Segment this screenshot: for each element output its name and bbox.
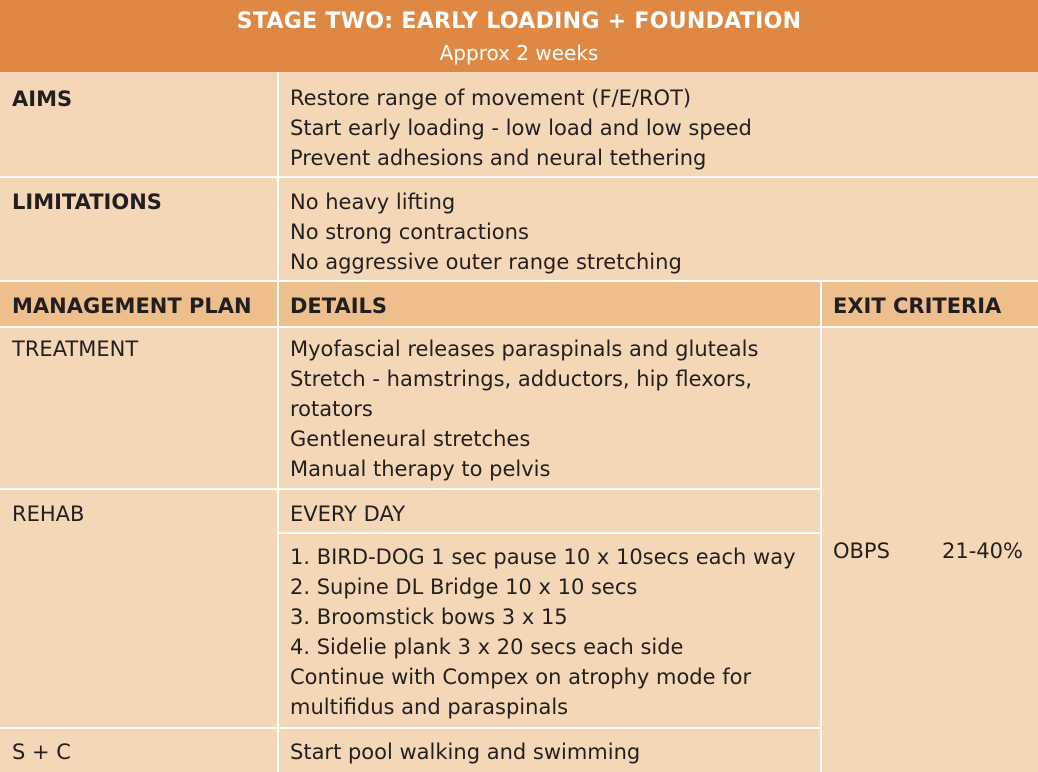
limitations-line-2: No strong contractions [290,220,529,244]
treatment-label: TREATMENT [12,337,139,361]
rule-below-rehab [0,727,822,729]
rehab-line-2: 2. Supine DL Bridge 10 x 10 secs [290,575,638,599]
sc-label: S + C [12,740,71,764]
header-exit-criteria: EXIT CRITERIA [833,294,1002,318]
rule-exit-column [820,282,822,772]
table-title: STAGE TWO: EARLY LOADING + FOUNDATION [236,9,802,34]
table-subtitle: Approx 2 weeks [439,41,599,65]
header-details: DETAILS [290,294,388,318]
limitations-label: LIMITATIONS [12,190,162,214]
rehab-line-5: Continue with Compex on atrophy mode for [290,665,752,689]
aims-label: AIMS [12,87,73,111]
title-band: STAGE TWO: EARLY LOADING + FOUNDATION Ap… [0,0,1038,72]
limitations-line-1: No heavy lifting [290,190,456,214]
rehab-line-3: 3. Broomstick bows 3 x 15 [290,605,568,629]
rule-below-treatment [0,488,822,490]
rehab-label: REHAB [12,502,85,526]
sc-line: Start pool walking and swimming [290,740,641,764]
rule-below-every-day [278,532,822,534]
rehab-line-1: 1. BIRD-DOG 1 sec pause 10 x 10secs each… [290,545,796,569]
rule-below-headers [0,326,1038,328]
rehab-line-4: 4. Sidelie plank 3 x 20 secs each side [290,635,684,659]
limitations-line-3: No aggressive outer range stretching [290,250,682,274]
rule-below-aims [0,176,1038,178]
rule-first-column [277,72,279,772]
aims-line-1: Restore range of movement (F/E/ROT) [290,86,692,110]
exit-value: 21-40% [942,539,1023,563]
treatment-line-2: Stretch - hamstrings, adductors, hip fle… [290,367,753,391]
aims-line-3: Prevent adhesions and neural tethering [290,146,707,170]
treatment-line-1: Myofascial releases paraspinals and glut… [290,337,759,361]
exit-measure: OBPS [833,539,890,563]
rehab-frequency: EVERY DAY [290,502,406,526]
rehab-line-6: multifidus and paraspinals [290,695,569,719]
treatment-line-3: rotators [290,397,373,421]
treatment-line-5: Manual therapy to pelvis [290,457,551,481]
treatment-line-4: Gentleneural stretches [290,427,531,451]
header-management-plan: MANAGEMENT PLAN [12,294,252,318]
column-header-band [0,282,1038,327]
aims-line-2: Start early loading - low load and low s… [290,116,752,140]
rule-below-limitations [0,280,1038,282]
